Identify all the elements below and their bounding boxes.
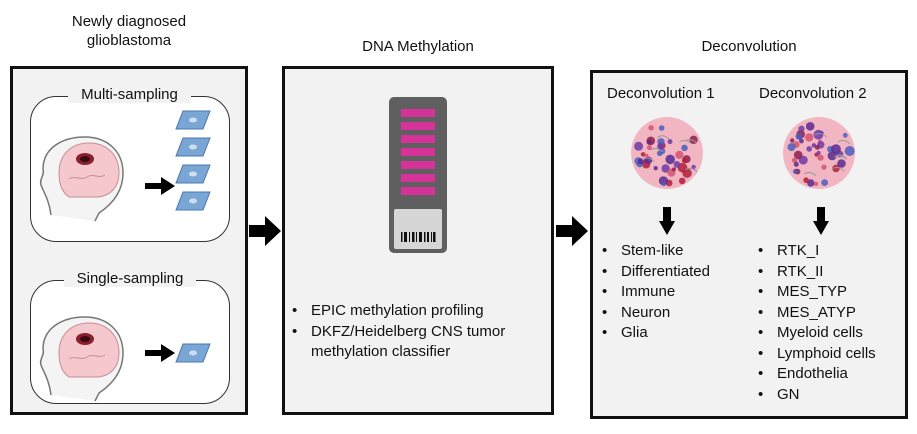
sampling-panel: Multi-sampling Single-sampling: [10, 66, 248, 415]
flow-arrow-icon: [659, 207, 675, 235]
tissue-slide-icon: [175, 110, 211, 130]
diagnosis-title-line2: glioblastoma: [86, 32, 172, 49]
array-probe-bar: [401, 109, 435, 117]
deconvolution-panel: Deconvolution 1 Deconvolution 2 Stem-lik…: [590, 70, 908, 419]
deconvolution-2-item: MES_TYP: [755, 282, 876, 303]
deconvolution-2-item: Endothelia: [755, 364, 876, 385]
flow-arrow-icon: [556, 216, 588, 246]
methylation-array-chip-icon: [389, 97, 447, 253]
tissue-slide-icon: [175, 191, 211, 211]
deconvolution-2-title: Deconvolution 2: [759, 85, 867, 102]
deconvolution-2-item: RTK_II: [755, 262, 876, 283]
deconvolution-1-item: Glia: [599, 323, 710, 344]
flow-arrow-icon: [145, 177, 175, 195]
diagnosis-title-line1: Newly diagnosed: [71, 13, 187, 30]
methylation-bullet: EPIC methylation profiling: [289, 301, 505, 322]
head-mri-icon: [39, 136, 124, 222]
deconvolution-1-list: Stem-like Differentiated Immune Neuron G…: [599, 241, 710, 344]
array-probe-bar: [401, 148, 435, 156]
tissue-slide-icon: [175, 137, 211, 157]
methylation-panel: EPIC methylation profiling DKFZ/Heidelbe…: [282, 66, 554, 415]
tissue-histology-icon: [631, 117, 703, 189]
deconvolution-2-item: GN: [755, 385, 876, 406]
array-probe-bar: [401, 187, 435, 195]
methylation-bullet-list: EPIC methylation profiling DKFZ/Heidelbe…: [289, 301, 505, 363]
single-sampling-box: Single-sampling: [30, 270, 230, 404]
tissue-slide-icon: [175, 164, 211, 184]
deconvolution-1-item: Differentiated: [599, 262, 710, 283]
deconvolution-1-item: Neuron: [599, 303, 710, 324]
deconvolution-2-item: Lymphoid cells: [755, 344, 876, 365]
flow-arrow-icon: [145, 344, 175, 362]
methylation-bullet: DKFZ/Heidelberg CNS tumor: [289, 322, 505, 343]
deconvolution-2-item: RTK_I: [755, 241, 876, 262]
deconvolution-2-item: Myeloid cells: [755, 323, 876, 344]
multi-sampling-label: Multi-sampling: [68, 86, 191, 103]
flow-arrow-icon: [813, 207, 829, 235]
deconvolution-1-title: Deconvolution 1: [607, 85, 715, 102]
single-sampling-slides: [175, 343, 211, 370]
array-probe-bar: [401, 161, 435, 169]
array-probe-bar: [401, 122, 435, 130]
array-probe-bar: [401, 135, 435, 143]
methylation-column-title: DNA Methylation: [362, 38, 474, 55]
methylation-bullet-continuation: methylation classifier: [311, 343, 451, 360]
deconvolution-1-item: Stem-like: [599, 241, 710, 262]
diagnosis-column-title: Newly diagnosed glioblastoma: [10, 12, 248, 50]
deconvolution-2-item: MES_ATYP: [755, 303, 876, 324]
flow-arrow-icon: [249, 216, 281, 246]
deconvolution-column-title: Deconvolution: [701, 38, 797, 55]
tissue-histology-icon: [783, 117, 855, 189]
multi-sampling-slides: [175, 110, 211, 218]
deconvolution-2-list: RTK_I RTK_II MES_TYP MES_ATYP Myeloid ce…: [755, 241, 876, 405]
array-probe-bar: [401, 174, 435, 182]
head-mri-icon: [39, 316, 124, 402]
deconvolution-1-item: Immune: [599, 282, 710, 303]
single-sampling-label: Single-sampling: [64, 270, 196, 287]
tissue-slide-icon: [175, 343, 211, 363]
